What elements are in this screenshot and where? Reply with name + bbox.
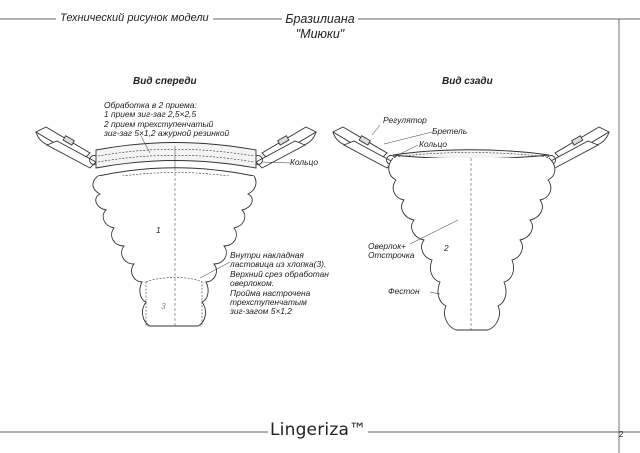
note-line: Верхний срез обработан xyxy=(230,268,329,279)
note-line: зиг-заг 5×1,2 ажурной резинкой xyxy=(104,128,230,139)
front-processing-note: Обработка в 2 приема: 1 прием зиг-заг 2,… xyxy=(104,100,230,139)
note-line: трехступенчатым xyxy=(230,297,307,308)
front-ring-label: Кольцо xyxy=(290,157,318,167)
back-ring-label: Кольцо xyxy=(419,139,447,149)
page-number: 2 xyxy=(619,430,624,439)
sheet-title: Технический рисунок модели xyxy=(60,12,209,24)
note-line: Обработка в 2 приема: xyxy=(104,100,197,110)
collection-name: Бразилиана xyxy=(285,12,355,26)
note-line: зиг-загом 5×1,2 xyxy=(230,306,292,317)
overlock-note: Оверлок+ Отстрочка xyxy=(368,241,415,261)
piece-number-1: 1 xyxy=(156,225,161,235)
back-view-heading: Вид сзади xyxy=(442,76,493,87)
note-line: 2 прием трехступенчатый xyxy=(104,118,214,129)
brand-logo-text: Lingeriza™ xyxy=(270,420,367,440)
gusset-note: Внутри накладная ластовица из хлопка(3).… xyxy=(230,250,329,317)
back-garment-drawing xyxy=(332,124,610,331)
strap-label: Бретель xyxy=(432,126,468,136)
note-line: Оверлок+ xyxy=(368,241,407,251)
frame-lines xyxy=(0,18,640,453)
front-garment-drawing xyxy=(35,126,317,327)
model-name: "Миюки" xyxy=(295,27,345,41)
scallop-label: Фестон xyxy=(388,286,420,296)
note-line: оверлоком. xyxy=(230,278,275,289)
front-view-heading: Вид спереди xyxy=(133,76,197,87)
note-line: 1 прием зиг-заг 2,5×2,5 xyxy=(104,109,197,120)
note-line: ластовица из хлопка(3). xyxy=(230,259,327,270)
piece-number-3: 3 xyxy=(161,301,166,311)
note-line: Пройма настрочена xyxy=(230,287,311,298)
piece-number-2: 2 xyxy=(444,243,449,253)
note-line: Отстрочка xyxy=(368,250,415,261)
model-title: Бразилиана "Миюки" xyxy=(270,12,370,42)
note-line: Внутри накладная xyxy=(230,250,304,260)
regulator-label: Регулятор xyxy=(383,115,427,125)
